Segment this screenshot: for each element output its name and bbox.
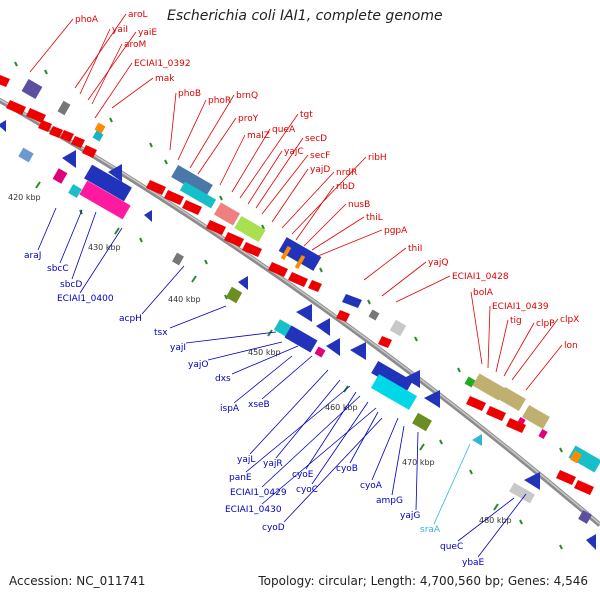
gene-label: ECIAI1_0439 bbox=[492, 302, 549, 312]
gene-label: ribH bbox=[368, 153, 387, 163]
kbp-label: 460 kbp bbox=[325, 403, 358, 412]
gene-label: cyoE bbox=[292, 470, 314, 480]
gene-label: sbcC bbox=[47, 264, 69, 274]
gene-label: phoR bbox=[208, 96, 231, 106]
kbp-label: 430 kbp bbox=[88, 243, 121, 252]
gene-label: pgpA bbox=[384, 226, 408, 236]
gene-label: secF bbox=[310, 151, 330, 161]
gene-label: panE bbox=[229, 473, 252, 483]
gene-label: thiL bbox=[366, 213, 383, 223]
gene-label: sraA bbox=[420, 525, 441, 535]
gene-label: ribD bbox=[336, 182, 355, 192]
gene-label: dxs bbox=[215, 374, 231, 384]
forward-strand-features bbox=[0, 75, 600, 495]
genome-title: Escherichia coli IAI1, complete genome bbox=[167, 8, 443, 24]
gene-label: yajL bbox=[237, 455, 255, 465]
gene-label: xseB bbox=[248, 400, 270, 410]
gene-label: cyoB bbox=[336, 464, 358, 474]
gene-label: sbcD bbox=[60, 280, 82, 290]
gene-label: yajO bbox=[188, 360, 208, 370]
gene-label: ECIAI1_0392 bbox=[134, 59, 191, 69]
gene-label: phoA bbox=[75, 15, 99, 25]
kbp-label: 450 kbp bbox=[248, 348, 281, 357]
gene-label: nrdR bbox=[336, 168, 357, 178]
gene-label: yaiE bbox=[138, 28, 157, 38]
gene-label: malZ bbox=[247, 131, 270, 141]
gene-label: lon bbox=[564, 341, 578, 351]
gene-label: mak bbox=[155, 74, 175, 84]
gene-label: ECIAI1_0430 bbox=[225, 505, 282, 515]
gene-label: ispA bbox=[220, 404, 240, 414]
gene-label: aroM bbox=[124, 40, 146, 50]
gene-label: ECIAI1_0428 bbox=[452, 272, 509, 282]
gene-label: nusB bbox=[348, 200, 370, 210]
gene-label: thiI bbox=[408, 244, 422, 254]
gene-label: queC bbox=[440, 542, 463, 552]
reverse-strand-features bbox=[0, 120, 596, 550]
gene-label: ampG bbox=[376, 496, 403, 506]
gene-label: bolA bbox=[473, 288, 494, 298]
gene-label: phoB bbox=[178, 89, 201, 99]
gene-label: secD bbox=[305, 134, 327, 144]
gene-label: ECIAI1_0400 bbox=[57, 294, 114, 304]
kbp-label: 420 kbp bbox=[8, 193, 41, 202]
accession-label: Accession: NC_011741 bbox=[9, 574, 146, 588]
gene-label: clpX bbox=[560, 315, 579, 325]
gene-label: ECIAI1_0429 bbox=[230, 488, 287, 498]
gene-label: clpP bbox=[536, 319, 555, 329]
gene-label: cyoC bbox=[296, 485, 318, 495]
gene-label: tsx bbox=[154, 328, 168, 338]
gene-label: tgt bbox=[300, 110, 313, 120]
gene-label: yajR bbox=[263, 459, 283, 469]
gene-label: brnQ bbox=[236, 91, 258, 101]
forward-gene-labels: phoA aroL yaiI yaiE aroM ECIAI1_0392 mak… bbox=[75, 10, 579, 351]
reverse-gene-labels: araJ sbcC sbcD ECIAI1_0400 acpH tsx yajI… bbox=[24, 251, 485, 568]
genome-summary: Topology: circular; Length: 4,700,560 bp… bbox=[258, 574, 588, 588]
gene-label: yajI bbox=[170, 343, 186, 353]
gene-label: acpH bbox=[119, 314, 142, 324]
gene-label: yajD bbox=[310, 165, 330, 175]
gene-label: yaiI bbox=[112, 25, 128, 35]
gene-label: cyoA bbox=[360, 481, 383, 491]
gene-label: tig bbox=[510, 316, 522, 326]
gene-label: yajQ bbox=[428, 258, 448, 268]
gene-label: yajG bbox=[400, 511, 420, 521]
gene-label: queA bbox=[272, 125, 296, 135]
kbp-ticks: 420 kbp 430 kbp 440 kbp 450 kbp 460 kbp … bbox=[8, 181, 512, 525]
kbp-label: 440 kbp bbox=[168, 295, 201, 304]
kbp-label: 480 kbp bbox=[479, 516, 512, 525]
gene-label: aroL bbox=[128, 10, 148, 20]
forward-leader-lines bbox=[29, 13, 563, 391]
gene-label: araJ bbox=[24, 251, 41, 261]
reverse-leader-lines bbox=[37, 207, 527, 558]
kbp-label: 470 kbp bbox=[402, 458, 435, 467]
gene-label: proY bbox=[238, 114, 259, 124]
gene-label: cyoD bbox=[262, 523, 285, 533]
gene-label: ybaE bbox=[462, 558, 485, 568]
